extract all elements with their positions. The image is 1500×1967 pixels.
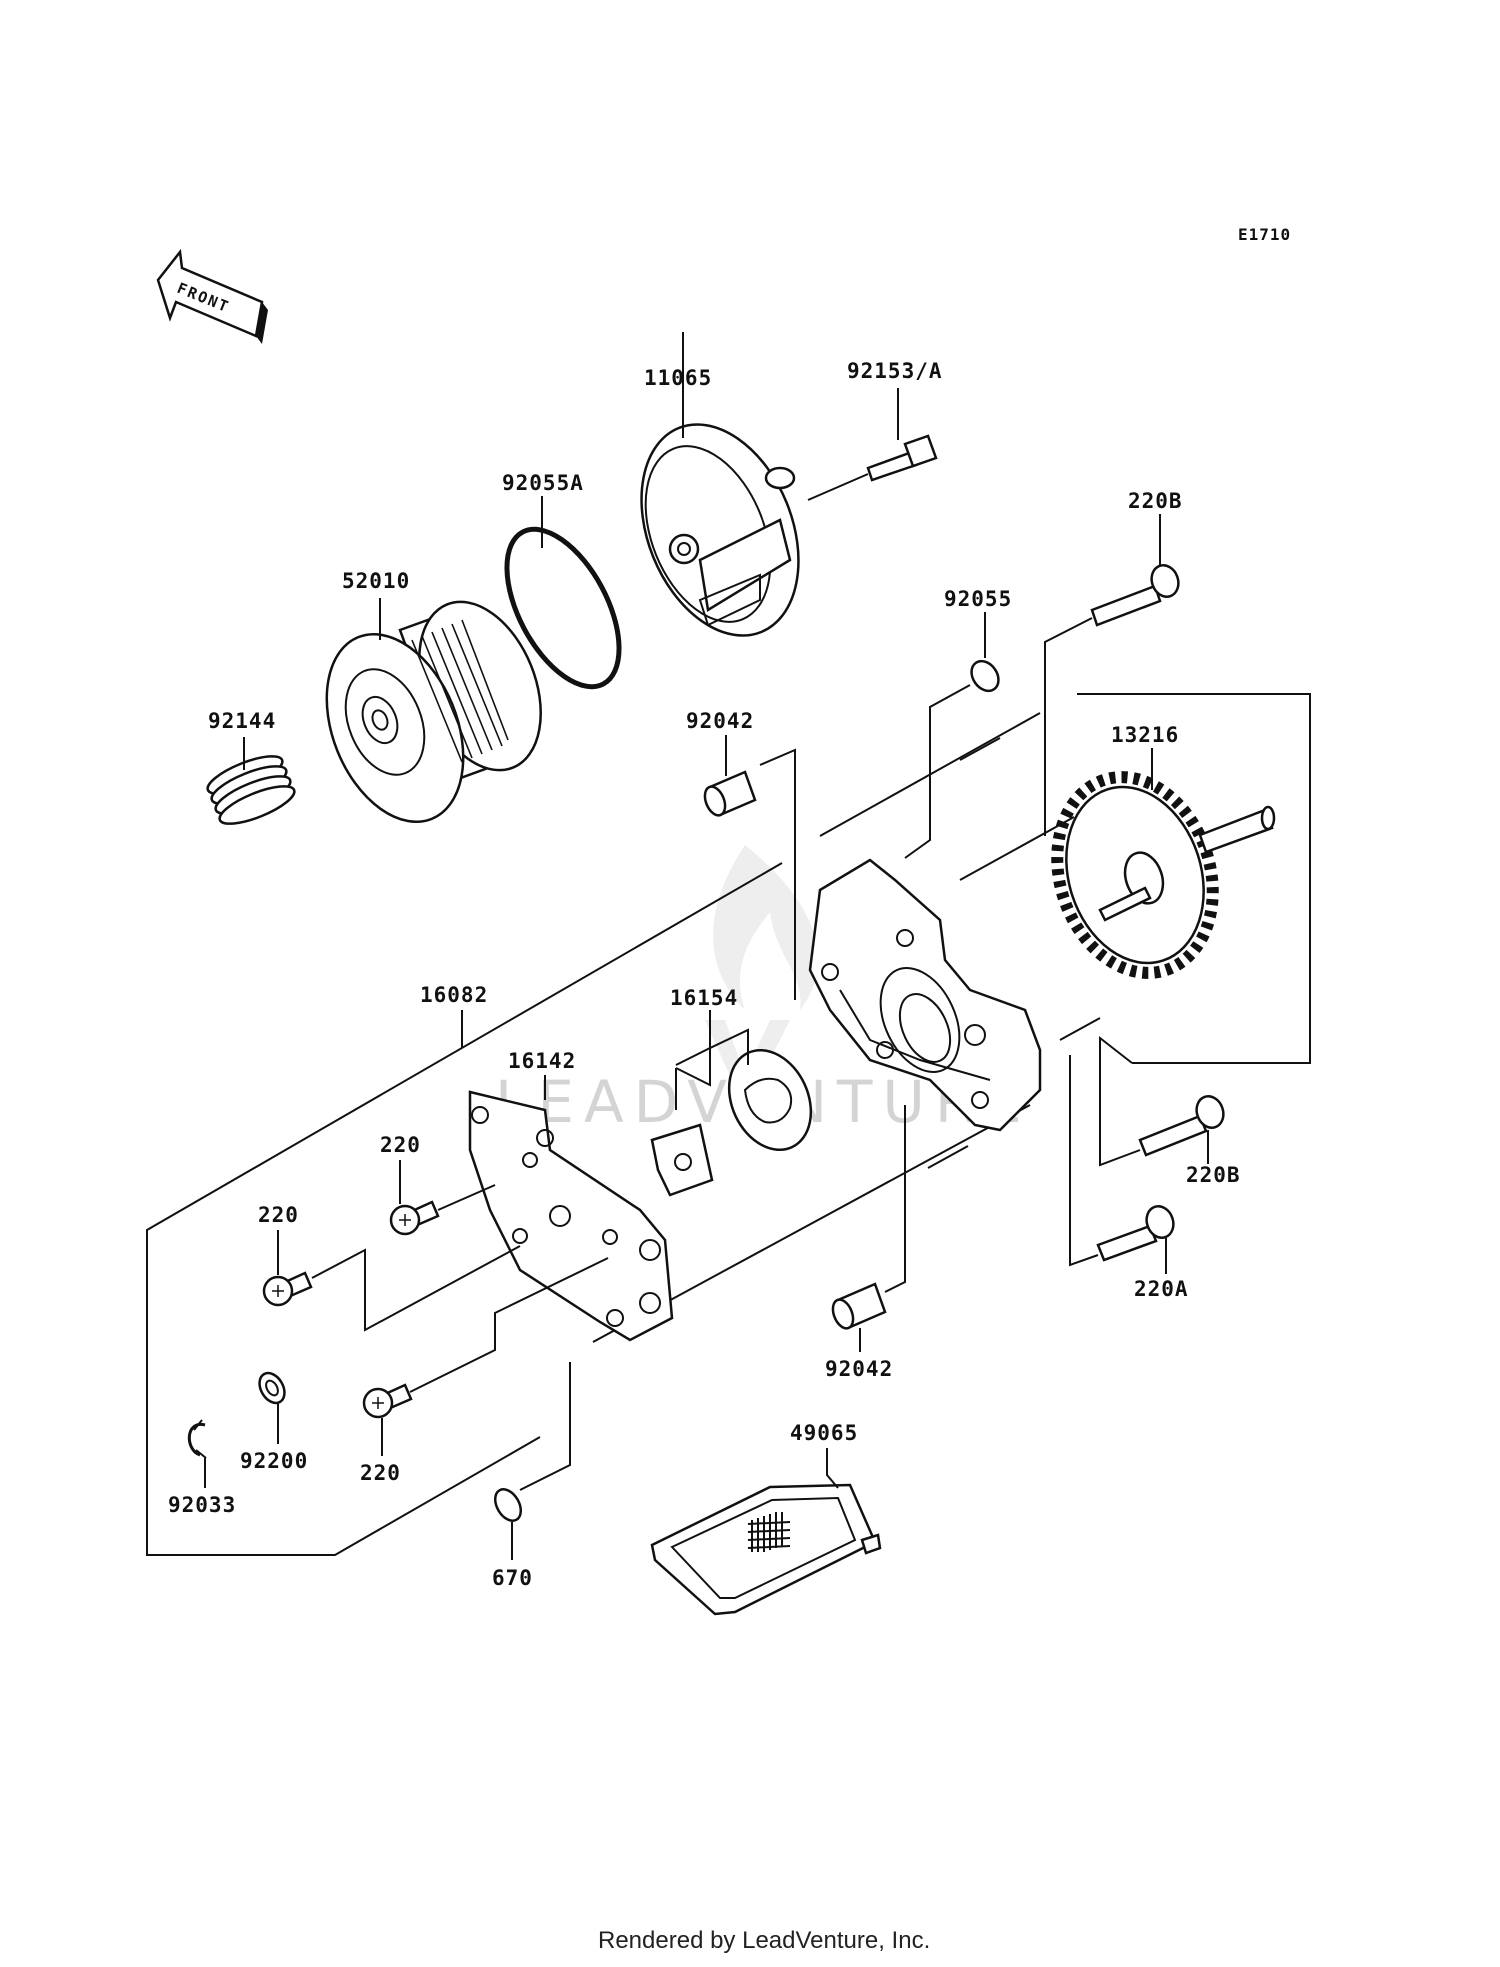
label-220-a: 220: [380, 1133, 421, 1157]
label-92042-bottom: 92042: [825, 1357, 893, 1381]
label-92153A: 92153/A: [847, 359, 943, 383]
label-49065: 49065: [790, 1421, 858, 1445]
leader: [1099, 1035, 1141, 1167]
part-92042-dowel-bottom[interactable]: [829, 1282, 887, 1331]
part-13216-pump-gear[interactable]: [1033, 757, 1276, 994]
label-11065: 11065: [644, 366, 712, 390]
part-220-screw-c[interactable]: [362, 1383, 413, 1419]
leader: [1059, 1017, 1101, 1041]
assembly-frame-right: [1077, 693, 1311, 1064]
leader: [675, 1046, 711, 1087]
part-92042-dowel-top[interactable]: [701, 770, 757, 818]
label-220-c: 220: [360, 1461, 401, 1485]
part-16082-pump-body[interactable]: [808, 858, 1042, 1132]
label-16082: 16082: [420, 983, 488, 1007]
part-52010-oil-filter[interactable]: [301, 584, 564, 842]
diagram-code: E1710: [1238, 225, 1291, 244]
part-220-screw-b[interactable]: [262, 1271, 313, 1307]
part-220B-bolt-top[interactable]: [1090, 562, 1183, 627]
leader: [437, 1184, 496, 1211]
part-92144-spring[interactable]: [203, 749, 298, 831]
front-arrow-icon: FRONT: [156, 248, 268, 344]
leader: [1069, 1055, 1099, 1267]
label-670: 670: [492, 1566, 533, 1590]
part-11065-pump-cover[interactable]: [612, 401, 828, 659]
leader: [927, 1145, 969, 1169]
part-220B-bolt-bottom[interactable]: [1138, 1093, 1228, 1157]
leader: [807, 473, 869, 501]
leader: [311, 1245, 521, 1332]
part-92200-washer[interactable]: [254, 1369, 289, 1408]
label-13216: 13216: [1111, 723, 1179, 747]
leader: [1044, 617, 1093, 836]
leader: [904, 684, 971, 859]
label-92042-top: 92042: [686, 709, 754, 733]
part-670-o-ring[interactable]: [490, 1485, 526, 1525]
watermark-logo: [705, 845, 818, 1110]
leader: [409, 1257, 609, 1393]
leader: [709, 1010, 749, 1065]
label-220B-bottom: 220B: [1186, 1163, 1241, 1187]
part-92033-circlip[interactable]: [187, 1419, 207, 1459]
part-220-screw-a[interactable]: [389, 1200, 440, 1236]
assembly-frame: [146, 862, 783, 1556]
footer-credit: Rendered by LeadVenture, Inc.: [598, 1927, 930, 1954]
part-92055-o-ring[interactable]: [966, 656, 1004, 696]
leader: [884, 1105, 906, 1293]
part-49065-oil-strainer[interactable]: [650, 1483, 882, 1616]
label-92200: 92200: [240, 1449, 308, 1473]
part-220A-bolt[interactable]: [1096, 1203, 1178, 1262]
leader: [959, 816, 1075, 881]
label-52010: 52010: [342, 569, 410, 593]
leader: [759, 748, 796, 1000]
label-92055A: 92055A: [502, 471, 584, 495]
label-16154: 16154: [670, 986, 738, 1010]
leader: [519, 1362, 571, 1491]
leader: [959, 737, 1001, 761]
label-220-b: 220: [258, 1203, 299, 1227]
part-16142-cover-plate[interactable]: [468, 1090, 674, 1342]
label-92033: 92033: [168, 1493, 236, 1517]
label-220B-top: 220B: [1128, 489, 1183, 513]
part-92153A-bolt[interactable]: [866, 434, 938, 482]
label-16142: 16142: [508, 1049, 576, 1073]
part-16154-rotor-set[interactable]: [650, 1037, 826, 1197]
part-92055A-o-ring[interactable]: [484, 511, 642, 704]
label-220A: 220A: [1134, 1277, 1189, 1301]
leader: [826, 1448, 839, 1489]
label-92144: 92144: [208, 709, 276, 733]
label-92055: 92055: [944, 587, 1012, 611]
